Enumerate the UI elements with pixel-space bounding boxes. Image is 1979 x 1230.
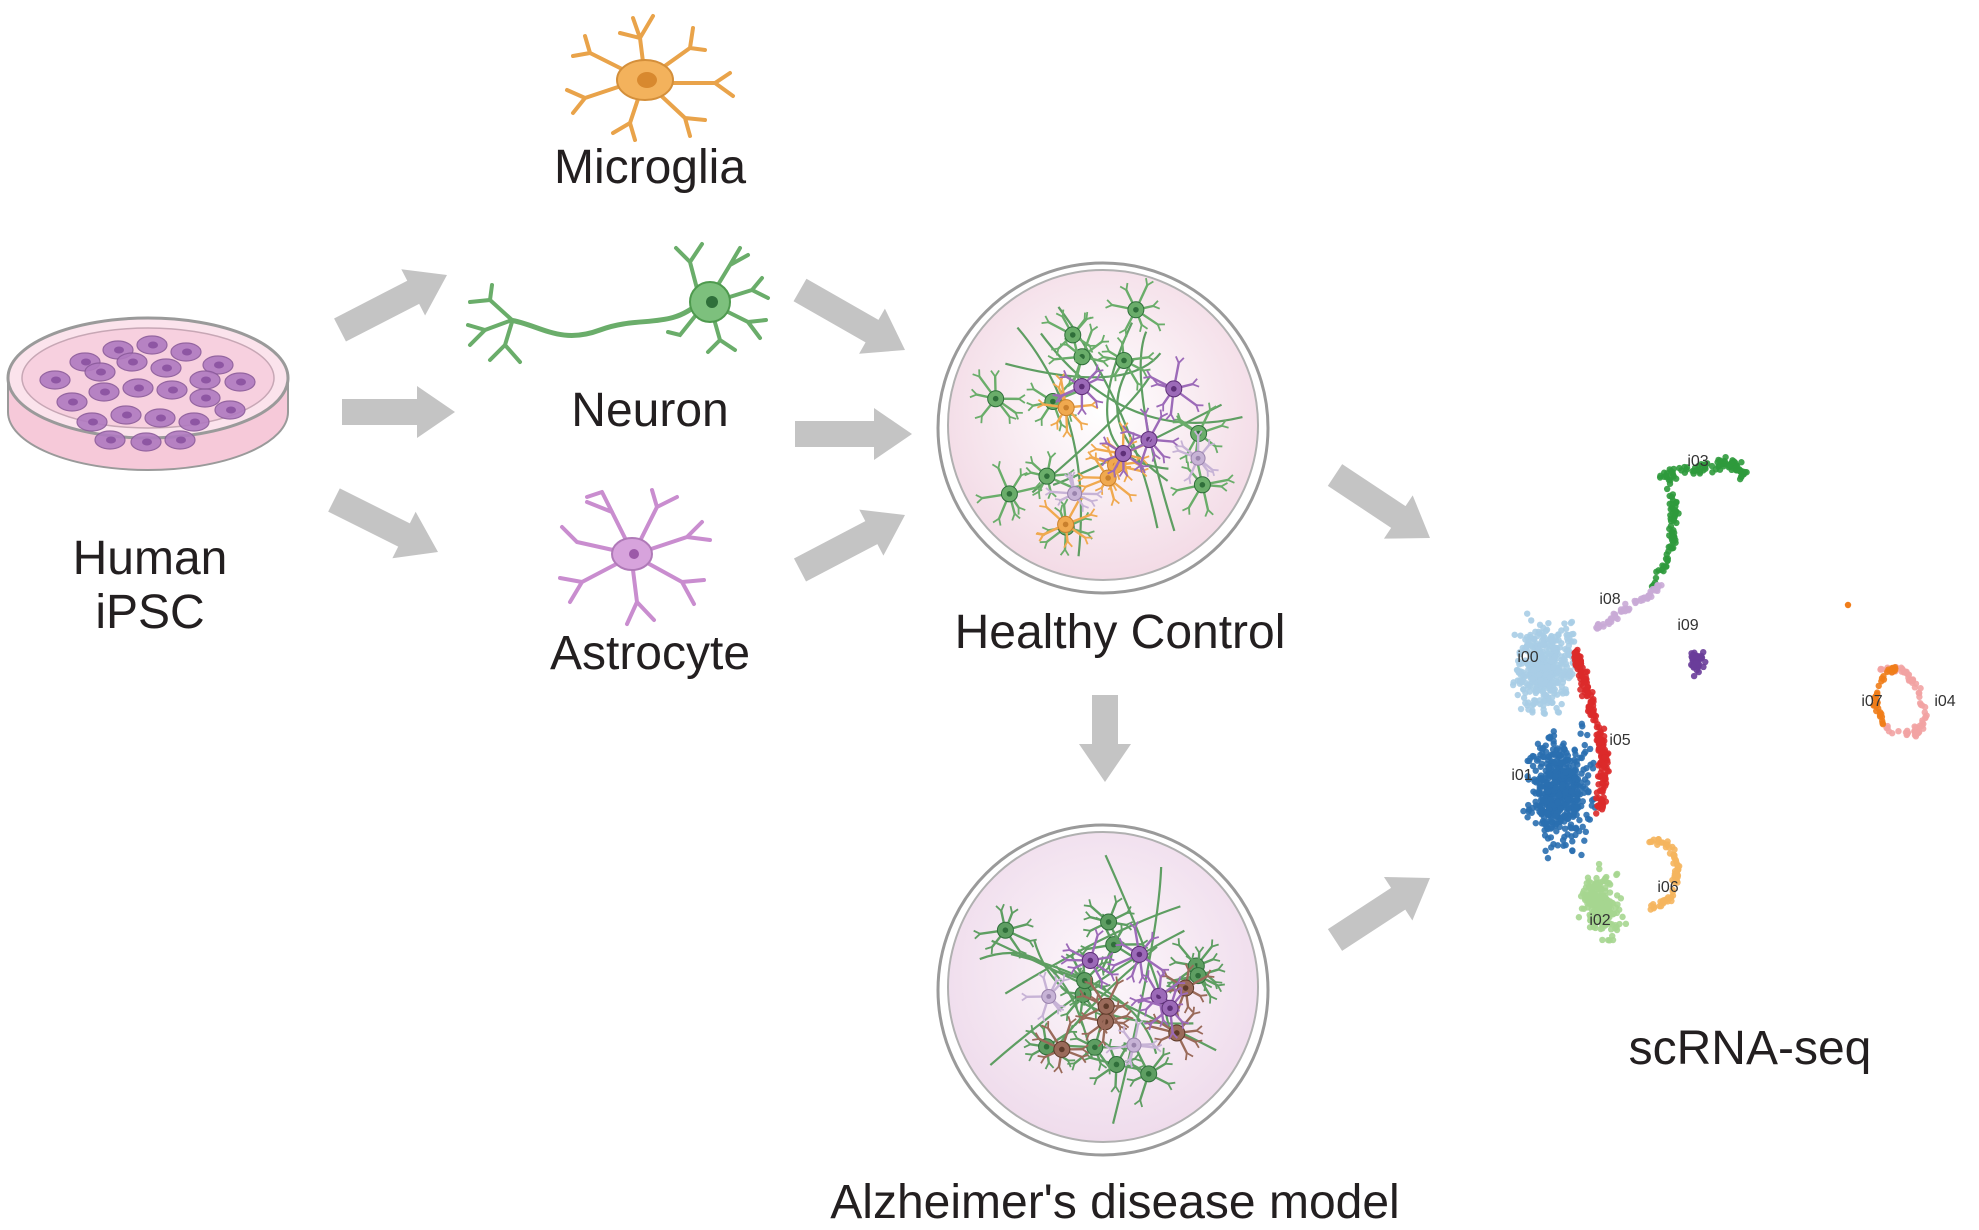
- ipsc-nucleus: [168, 387, 178, 394]
- cluster-i07-outlier: [1845, 602, 1851, 608]
- cluster-i03-points: [1649, 477, 1682, 590]
- arrow-microglia-to-control: [787, 267, 918, 372]
- ad-model-label: Alzheimer's disease model: [790, 1176, 1440, 1230]
- cluster-label-i08: i08: [1599, 591, 1620, 608]
- ipsc-nucleus: [114, 347, 124, 354]
- ipsc-nucleus: [134, 385, 144, 392]
- arrow-ipsc-to-neuron: [342, 386, 455, 438]
- arrow-astrocyte-to-control: [788, 492, 917, 593]
- ipsc-nucleus: [81, 359, 91, 366]
- cluster-label-i00: i00: [1517, 649, 1538, 666]
- neuron-icon: [468, 244, 768, 362]
- ipsc-nucleus: [236, 379, 246, 386]
- human-ipsc-label-line1: Human: [35, 532, 265, 586]
- ad-model-plate: [938, 825, 1268, 1155]
- microglia-label: Microglia: [505, 141, 795, 195]
- ipsc-nucleus: [156, 415, 166, 422]
- arrow-control-to-scrna: [1321, 453, 1445, 559]
- neuron-label: Neuron: [510, 384, 790, 438]
- cluster-label-i07: i07: [1861, 693, 1882, 710]
- microglia-icon: [567, 16, 733, 140]
- ipsc-nucleus: [148, 342, 158, 349]
- ipsc-nucleus: [96, 369, 106, 376]
- ipsc-nucleus: [162, 365, 172, 372]
- arrow-ipsc-to-astrocyte: [322, 477, 449, 576]
- cluster-label-i01: i01: [1511, 767, 1532, 784]
- ipsc-nucleus: [214, 362, 224, 369]
- ipsc-nucleus: [201, 377, 211, 384]
- ipsc-nucleus: [51, 377, 61, 384]
- scrna-seq-label: scRNA-seq: [1600, 1022, 1900, 1076]
- cluster-i01-points: [1520, 721, 1598, 862]
- healthy-control-plate: [938, 263, 1268, 593]
- cluster-label-i09: i09: [1677, 617, 1698, 634]
- cluster-label-i06: i06: [1657, 879, 1678, 896]
- arrow-ipsc-to-microglia: [328, 252, 459, 353]
- ipsc-nucleus: [176, 437, 186, 444]
- ipsc-nucleus: [88, 419, 98, 426]
- ipsc-nucleus: [128, 359, 138, 366]
- arrow-control-to-ad: [1079, 695, 1131, 782]
- ipsc-nucleus: [226, 407, 236, 414]
- cluster-label-i04: i04: [1934, 693, 1955, 710]
- astrocyte-icon: [560, 490, 710, 624]
- cluster-label-i05: i05: [1609, 732, 1630, 749]
- cluster-label-i02: i02: [1589, 912, 1610, 929]
- ipsc-nucleus: [190, 419, 200, 426]
- astrocyte-label: Astrocyte: [505, 627, 795, 681]
- arrow-neuron-to-control: [795, 408, 912, 460]
- ipsc-nucleus: [100, 389, 110, 396]
- ipsc-petri-dish: [8, 318, 288, 470]
- ipsc-nucleus: [201, 395, 211, 402]
- arrow-ad-to-scrna: [1321, 856, 1444, 962]
- ipsc-nucleus: [68, 399, 78, 406]
- cluster-i09-points: [1688, 649, 1708, 679]
- human-ipsc-label-line2: iPSC: [35, 586, 265, 640]
- ipsc-nucleus: [182, 349, 192, 356]
- ipsc-nucleus: [142, 439, 152, 446]
- cluster-i02-points: [1576, 861, 1629, 944]
- cluster-i06-points: [1646, 836, 1682, 913]
- ipsc-nucleus: [122, 412, 132, 419]
- human-ipsc-label: Human iPSC: [35, 532, 265, 640]
- healthy-control-label: Healthy Control: [920, 606, 1320, 660]
- cluster-label-i03: i03: [1687, 453, 1708, 470]
- ipsc-nucleus: [106, 437, 116, 444]
